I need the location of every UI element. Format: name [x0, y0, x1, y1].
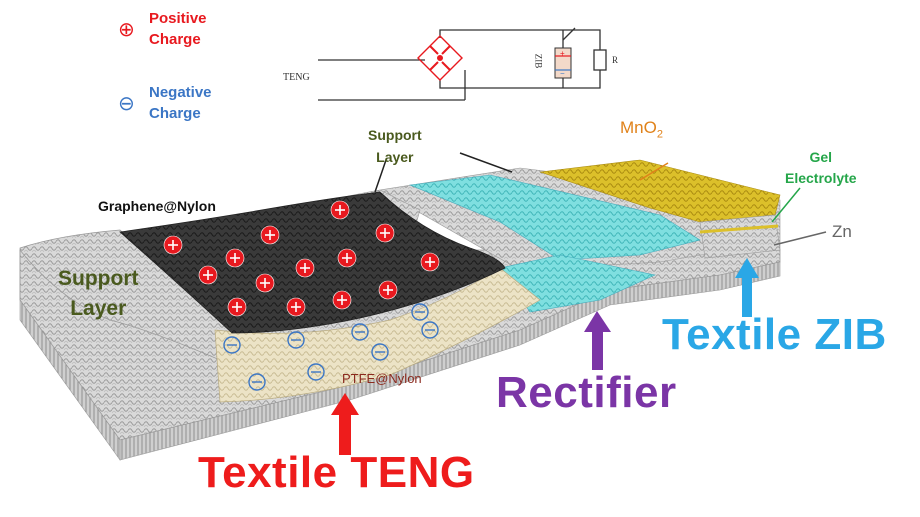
positive-charge-icon: ⊕: [118, 19, 135, 41]
negative-charge-icon: [223, 303, 439, 391]
ptfe-label: PTFE@Nylon: [342, 371, 422, 386]
mno2-subscript: 2: [656, 128, 663, 141]
support-layer-top-label: Support Layer: [368, 127, 422, 165]
rectifier-layer: [408, 174, 701, 261]
svg-text:+: +: [560, 49, 565, 58]
zib-arrow-icon: [735, 258, 759, 317]
circuit-teng-label: TENG: [283, 72, 310, 83]
graphene-label: Graphene@Nylon: [98, 198, 216, 214]
negative-charge-icon: ⊖: [118, 93, 135, 115]
positive-charge-label: Positive Charge: [149, 10, 207, 48]
mno2-main-text: MnO: [620, 118, 657, 137]
gel-electrolyte-label: Gel Electrolyte: [785, 149, 857, 186]
teng-arrow-icon: [331, 393, 359, 455]
zn-label: Zn: [832, 222, 852, 241]
textile-zib-title: Textile ZIB: [662, 310, 887, 359]
mno2-label: MnO2: [620, 118, 663, 140]
rectifier-title: Rectifier: [496, 368, 677, 417]
rectifier-arrow-icon: [584, 311, 611, 370]
svg-text:−: −: [560, 69, 565, 78]
textile-teng-title: Textile TENG: [198, 448, 475, 497]
ptfe-layer: [214, 267, 541, 403]
negative-charge-label: Negative Charge: [149, 84, 212, 122]
circuit-resistor-label: R: [612, 55, 619, 65]
rectifier-bridge-icon: [417, 35, 463, 81]
graphene-layer: [119, 191, 506, 334]
support-layer-left-label: Support Layer: [58, 267, 139, 320]
